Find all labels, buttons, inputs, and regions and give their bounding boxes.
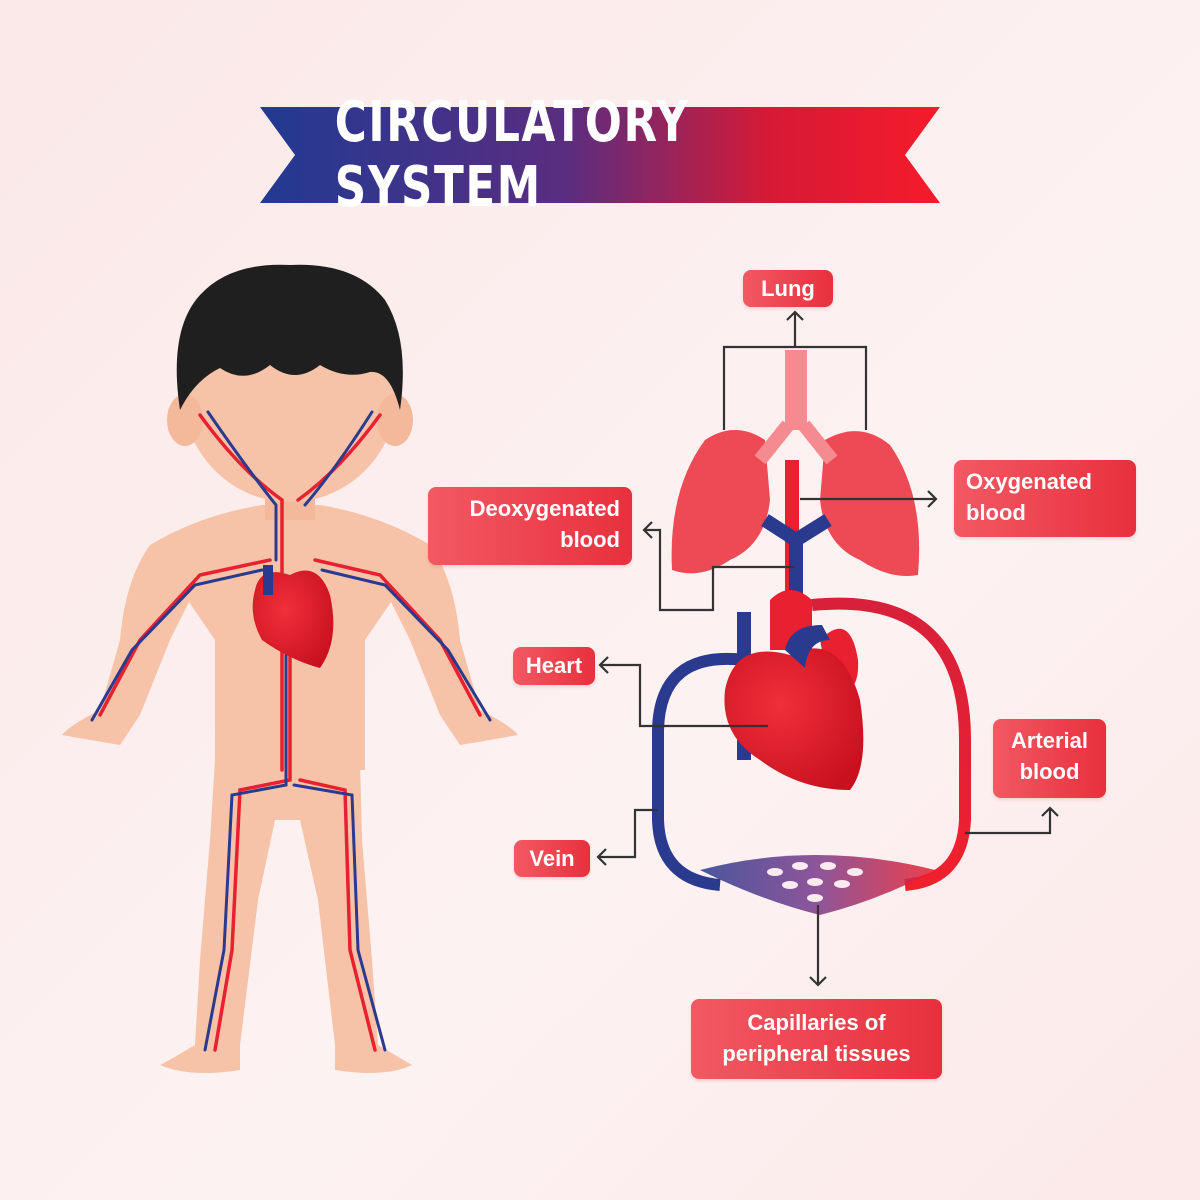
- label-heart: Heart: [513, 647, 595, 685]
- label-deoxygenated-blood: Deoxygenated blood: [428, 487, 632, 565]
- vein-loop: [652, 652, 746, 891]
- hair: [176, 264, 403, 410]
- artery-loop: [811, 597, 971, 891]
- trachea: [785, 350, 807, 430]
- left-lung: [671, 430, 770, 574]
- label-lung: Lung: [743, 270, 833, 307]
- title-banner: [260, 107, 940, 203]
- leader-lines: [596, 310, 1059, 987]
- label-vein: Vein: [514, 840, 590, 877]
- circulation-diagram: [596, 310, 1059, 987]
- right-lung: [820, 431, 920, 576]
- heart-organ: [724, 590, 864, 790]
- label-arterial-blood: Arterial blood: [993, 719, 1106, 798]
- capillaries: [700, 855, 935, 915]
- page-title: CIRCULATORY SYSTEM: [334, 90, 690, 220]
- label-capillaries: Capillaries of peripheral tissues: [691, 999, 942, 1079]
- label-oxygenated-blood: Oxygenated blood: [954, 460, 1136, 537]
- child-figure: [62, 264, 518, 1074]
